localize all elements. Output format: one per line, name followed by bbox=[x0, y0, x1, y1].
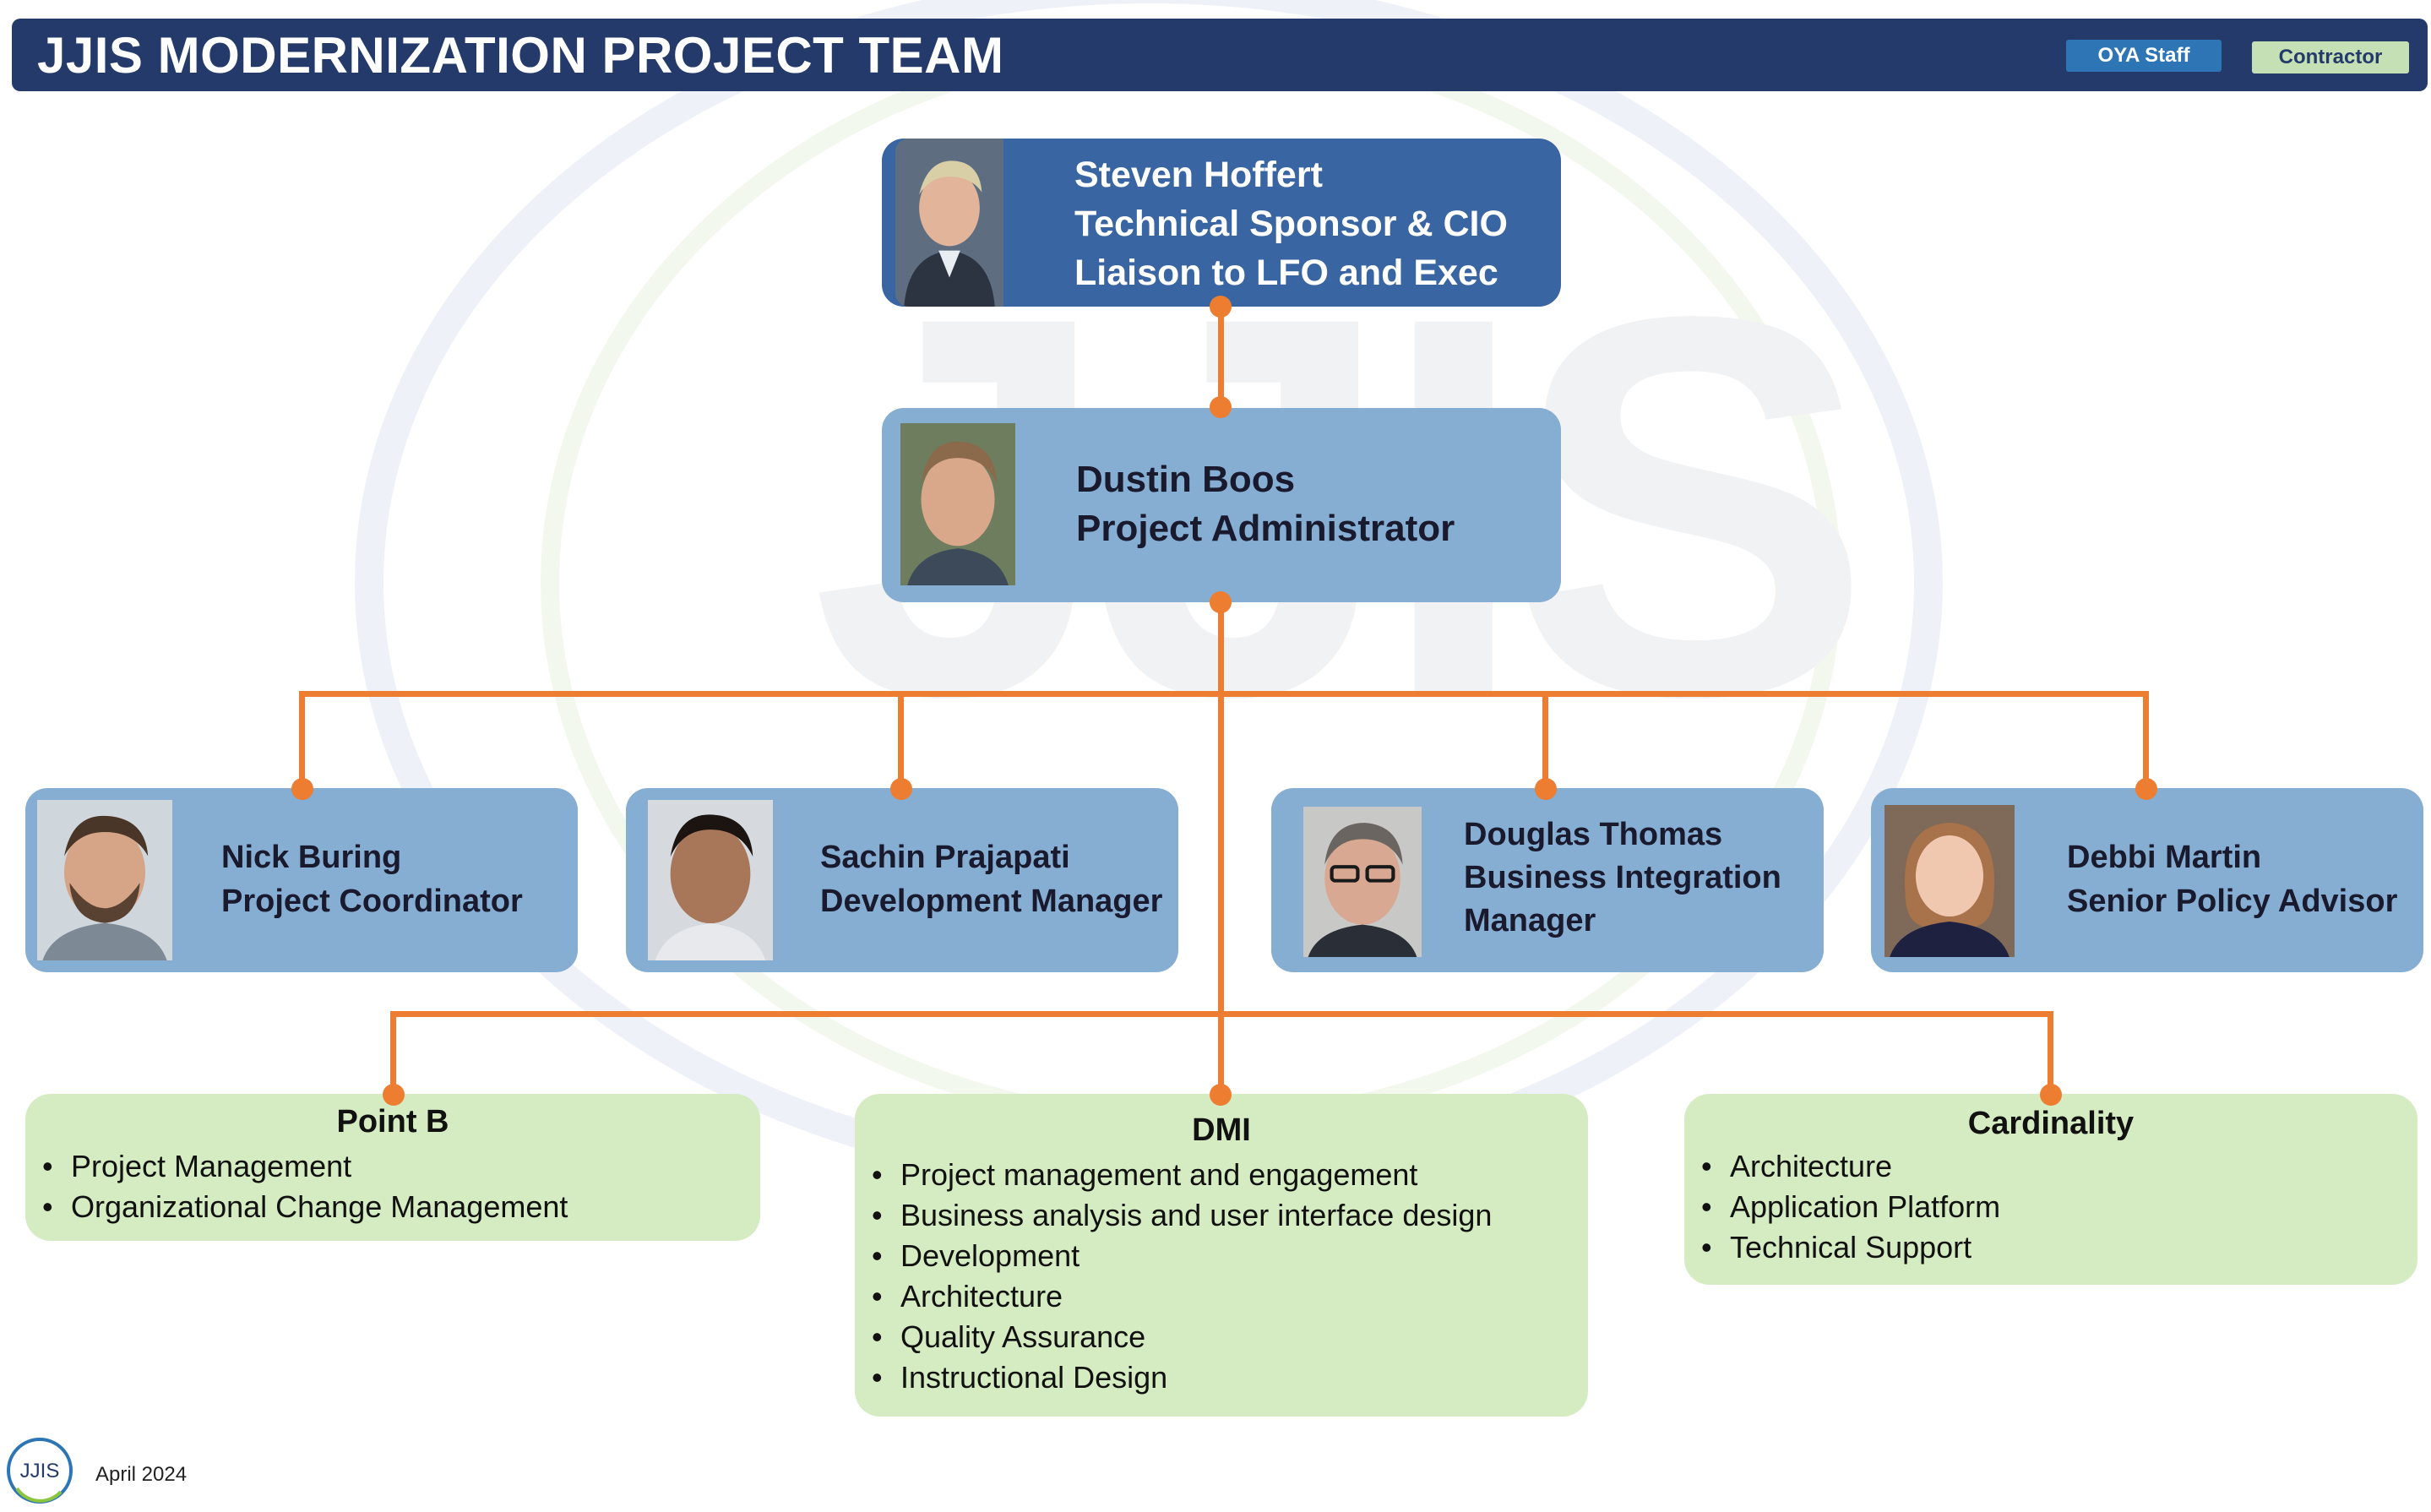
douglas-role-line1: Business Integration bbox=[1464, 860, 1781, 895]
jjis-logo-icon: JJIS bbox=[7, 1438, 73, 1504]
connector-dot bbox=[1210, 296, 1232, 318]
sponsor-name: Steven Hoffert bbox=[1074, 155, 1323, 195]
pointb-title: Point B bbox=[336, 1104, 449, 1139]
list-item: Project management and engagement bbox=[865, 1155, 1492, 1195]
debbi-name: Debbi Martin bbox=[2067, 840, 2262, 875]
debbi-role: Senior Policy Advisor bbox=[2067, 884, 2398, 919]
cardinality-title: Cardinality bbox=[1967, 1106, 2135, 1141]
connector-dot bbox=[291, 778, 313, 800]
connector-dot bbox=[1535, 778, 1557, 800]
connector-dot bbox=[2040, 1084, 2062, 1106]
header-bar bbox=[12, 19, 2428, 91]
card-sponsor: Steven Hoffert Technical Sponsor & CIO L… bbox=[882, 139, 1561, 307]
card-debbi-martin: Debbi Martin Senior Policy Advisor bbox=[1871, 788, 2423, 972]
connector-pointb bbox=[390, 1011, 396, 1094]
connector-sponsor-admin bbox=[1218, 306, 1224, 407]
photo-dustin-boos bbox=[900, 423, 1015, 585]
connector-dot bbox=[1210, 1084, 1232, 1106]
sachin-role: Development Manager bbox=[820, 884, 1163, 919]
sponsor-role-line1: Technical Sponsor & CIO bbox=[1074, 204, 1508, 244]
contractor-box-cardinality: Cardinality Architecture Application Pla… bbox=[1684, 1094, 2417, 1285]
cardinality-list: Architecture Application Platform Techni… bbox=[1694, 1146, 2000, 1268]
list-item: Application Platform bbox=[1694, 1187, 2000, 1227]
sponsor-role-line2: Liaison to LFO and Exec bbox=[1074, 253, 1498, 293]
photo-douglas-thomas bbox=[1303, 807, 1422, 957]
connector-debbi bbox=[2143, 691, 2149, 789]
contractor-box-pointb: Point B Project Management Organizationa… bbox=[25, 1094, 760, 1241]
connector-sachin bbox=[898, 691, 904, 789]
douglas-role-line2: Manager bbox=[1464, 903, 1596, 938]
footer-date: April 2024 bbox=[95, 1463, 188, 1486]
nick-name: Nick Buring bbox=[221, 840, 402, 875]
dmi-list: Project management and engagement Busine… bbox=[865, 1155, 1492, 1398]
nick-role: Project Coordinator bbox=[221, 884, 523, 919]
list-item: Technical Support bbox=[1694, 1227, 2000, 1268]
list-item: Architecture bbox=[865, 1276, 1492, 1317]
list-item: Development bbox=[865, 1236, 1492, 1276]
legend-oya-staff: OYA Staff bbox=[2066, 40, 2222, 72]
page-title: JJIS MODERNIZATION PROJECT TEAM bbox=[37, 27, 1004, 84]
connector-contractor-row bbox=[390, 1011, 2053, 1017]
list-item: Instructional Design bbox=[865, 1357, 1492, 1398]
list-item: Architecture bbox=[1694, 1146, 2000, 1187]
contractor-box-dmi: DMI Project management and engagement Bu… bbox=[855, 1094, 1588, 1417]
person-avatar-icon bbox=[648, 800, 773, 960]
connector-nick bbox=[299, 691, 305, 789]
person-avatar-icon bbox=[895, 139, 1003, 307]
jjis-logo: JJIS bbox=[5, 1436, 74, 1505]
dmi-title: DMI bbox=[1192, 1112, 1251, 1148]
card-admin: Dustin Boos Project Administrator bbox=[882, 408, 1561, 602]
person-avatar-icon bbox=[900, 423, 1015, 585]
connector-trunk bbox=[1218, 602, 1224, 1094]
connector-dot bbox=[383, 1084, 405, 1106]
connector-douglas bbox=[1542, 691, 1548, 789]
photo-nick-buring bbox=[37, 800, 172, 960]
pointb-list: Project Management Organizational Change… bbox=[35, 1146, 568, 1227]
admin-name: Dustin Boos bbox=[1076, 459, 1296, 500]
connector-dot bbox=[1210, 396, 1232, 418]
connector-dot bbox=[1210, 591, 1232, 613]
card-douglas-thomas: Douglas Thomas Business Integration Mana… bbox=[1271, 788, 1824, 972]
sachin-name: Sachin Prajapati bbox=[820, 840, 1070, 875]
legend-contractor: Contractor bbox=[2252, 41, 2409, 73]
connector-dot bbox=[890, 778, 912, 800]
douglas-name: Douglas Thomas bbox=[1464, 817, 1723, 852]
photo-debbi-martin bbox=[1884, 805, 2015, 957]
list-item: Business analysis and user interface des… bbox=[865, 1195, 1492, 1236]
card-nick-buring: Nick Buring Project Coordinator bbox=[25, 788, 578, 972]
connector-cardinality bbox=[2048, 1011, 2053, 1094]
photo-sachin-prajapati bbox=[648, 800, 773, 960]
photo-steven-hoffert bbox=[895, 139, 1003, 307]
person-avatar-icon bbox=[37, 800, 172, 960]
person-avatar-icon bbox=[1303, 807, 1422, 957]
admin-role: Project Administrator bbox=[1076, 508, 1455, 549]
connector-dot bbox=[2135, 778, 2157, 800]
logo-text: JJIS bbox=[20, 1460, 60, 1482]
card-sachin-prajapati: Sachin Prajapati Development Manager bbox=[626, 788, 1178, 972]
list-item: Project Management bbox=[35, 1146, 568, 1187]
connector-staff-row bbox=[299, 691, 2149, 697]
person-avatar-icon bbox=[1884, 805, 2015, 957]
list-item: Organizational Change Management bbox=[35, 1187, 568, 1227]
list-item: Quality Assurance bbox=[865, 1317, 1492, 1357]
